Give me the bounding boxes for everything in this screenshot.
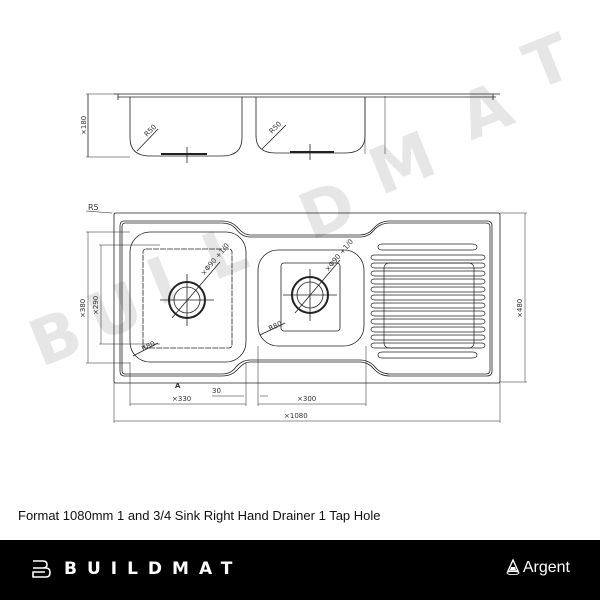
svg-text:U: U [77, 268, 153, 356]
buildmat-b-icon [32, 560, 51, 578]
divider-width-label: 30 [212, 387, 221, 395]
footer-bar: BUILDMAT Argent [0, 540, 600, 600]
argent-drop-icon [506, 559, 520, 576]
svg-text:A: A [449, 68, 523, 155]
right-bowl-width-label: ×300 [297, 395, 316, 403]
drainer-grooves [370, 243, 486, 359]
overall-width-label: ×1080 [284, 412, 308, 420]
buildmat-logo: BUILDMAT [30, 558, 242, 580]
side-left-radius: R50 [143, 123, 158, 138]
bowl-depth-inner-label: ×290 [92, 296, 100, 315]
overall-depth-label: ×480 [516, 299, 524, 318]
svg-text:T: T [514, 20, 583, 105]
argent-logo: Argent [505, 559, 570, 577]
partner-name: Argent [522, 559, 570, 576]
left-bowl-width-label: ×330 [172, 395, 191, 403]
product-caption: Format 1080mm 1 and 3/4 Sink Right Hand … [18, 508, 381, 523]
svg-text:M: M [359, 118, 446, 210]
svg-text:D: D [289, 167, 366, 256]
corner-radius-label: R5 [88, 203, 99, 212]
bowl-depth-outer-label: ×380 [79, 299, 87, 318]
technical-drawing: B U I L D M A T ×180 R50 R50 [19, 20, 583, 423]
side-view [86, 93, 500, 163]
side-right-radius: R50 [268, 120, 283, 135]
brand-name: BUILDMAT [64, 559, 243, 579]
side-depth-label: ×180 [80, 116, 88, 135]
watermark: B U I L D M A T [19, 20, 582, 382]
section-marker: A [175, 382, 181, 390]
plan-view [85, 210, 527, 423]
